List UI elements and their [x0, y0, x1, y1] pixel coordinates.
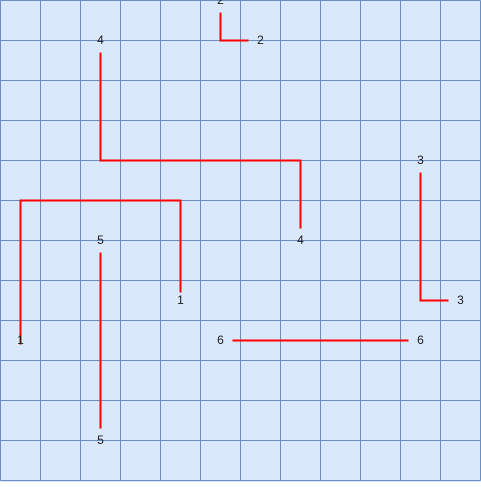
endpoint-label-3-end: 3 [457, 293, 464, 307]
endpoint-label-2-start: 2 [217, 0, 224, 7]
endpoint-label-5-end: 5 [97, 433, 104, 447]
endpoint-label-1-end: 1 [177, 293, 184, 307]
endpoint-label-2-end: 2 [257, 33, 264, 47]
path-3[interactable] [419, 172, 449, 302]
endpoint-label-3-start: 3 [417, 153, 424, 167]
path-4[interactable] [99, 52, 302, 229]
path-1[interactable] [19, 199, 182, 345]
path-2[interactable] [219, 12, 249, 42]
endpoint-label-6-end: 6 [417, 333, 424, 347]
endpoint-label-4-end: 4 [297, 233, 304, 247]
endpoint-label-6-start: 6 [217, 333, 224, 347]
endpoint-label-5-start: 5 [97, 233, 104, 247]
endpoint-labels: 2 2 4 3 4 5 1 3 1 6 6 5 [17, 0, 464, 447]
endpoint-label-1-start: 1 [17, 333, 24, 347]
endpoint-label-4-start: 4 [97, 33, 104, 47]
connection-paths [19, 12, 449, 429]
